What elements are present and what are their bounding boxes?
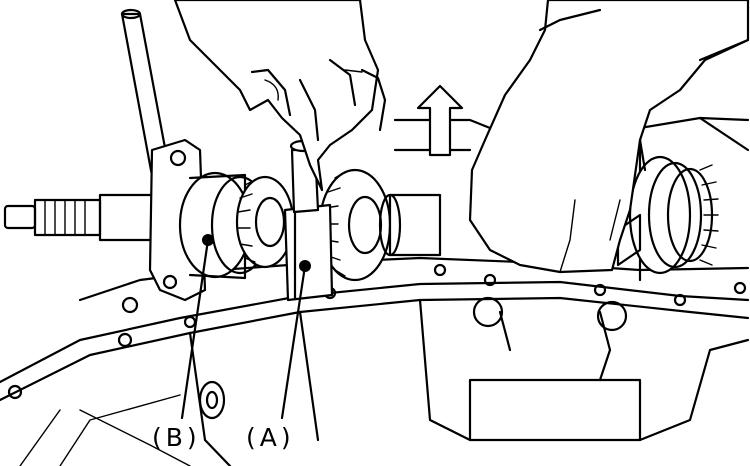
right-hand: [468, 0, 750, 274]
left-hand: [173, 0, 387, 192]
arrow-up-icon: [416, 84, 464, 157]
callout-label-b: (B): [152, 423, 201, 452]
callout-leaders: [180, 238, 307, 420]
mainshaft: [3, 138, 719, 302]
shift-fork: [283, 139, 334, 302]
callout-label-a: (A): [246, 423, 295, 452]
